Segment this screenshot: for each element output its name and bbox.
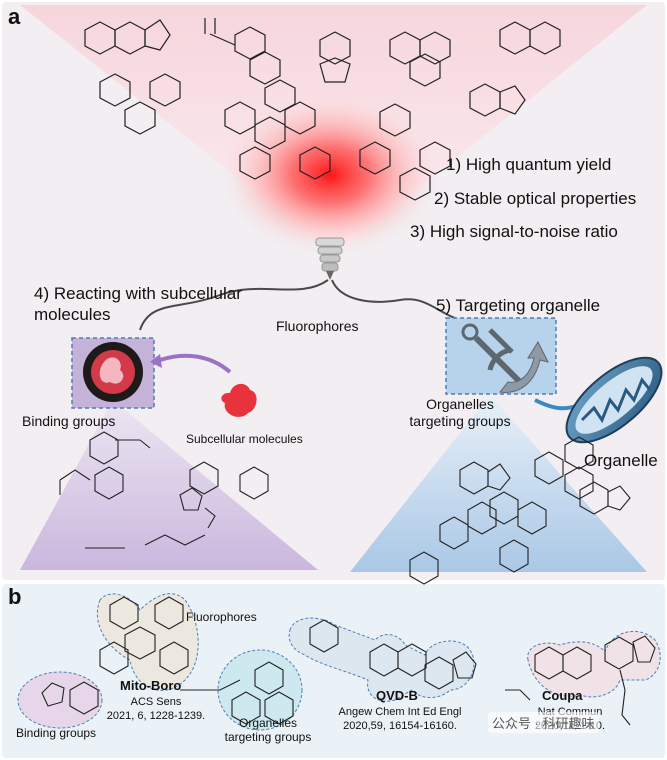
red-glow	[220, 95, 440, 255]
watermark: 公众号 · 科研趣味	[488, 712, 599, 733]
probe-name-mito-boro: Mito-Boro	[120, 678, 182, 693]
coupa-structure	[505, 631, 661, 726]
binding-fan	[20, 400, 318, 570]
reacting-label: 4) Reacting with subcellular molecules	[34, 284, 242, 325]
property-2: 2) Stable optical properties	[434, 189, 637, 208]
subcellular-molecules-label: Subcellular molecules	[186, 432, 303, 446]
probe-citation-mito-boro: 2021, 6, 1228-1239.	[106, 710, 206, 722]
probe-name-coupa: Coupa	[542, 688, 583, 703]
targeting-fan	[350, 395, 647, 572]
organelles-targeting-label: Organelles targeting groups	[409, 396, 511, 429]
panel-b-letter: b	[8, 584, 22, 609]
panel-b-binding-groups-label: Binding groups	[16, 726, 97, 740]
organelle-label: Organelle	[584, 451, 658, 470]
property-1: 1) High quantum yield	[446, 155, 612, 174]
anchor-icon	[461, 323, 549, 393]
bulb-icon	[315, 237, 345, 280]
probe-citation-qvd-b: 2020,59, 16154-16160.	[343, 720, 457, 732]
mito-boro-structure	[17, 593, 303, 731]
subcellular-molecule-icon	[221, 383, 257, 417]
property-3: 3) High signal-to-noise ratio	[410, 222, 618, 241]
probe-journal-qvd-b: Angew Chem Int Ed Engl	[338, 706, 462, 718]
probe-journal-mito-boro: ACS Sens	[130, 696, 182, 708]
panel-a-letter: a	[8, 4, 21, 29]
targeting-structures	[409, 436, 631, 585]
fluorophore-structures	[84, 18, 561, 201]
wire-right	[331, 279, 471, 323]
panel-b-fluorophores-label: Fluorophores	[186, 610, 257, 624]
binding-arrow	[159, 353, 232, 374]
fluorophores-label: Fluorophores	[276, 318, 359, 334]
binding-groups-label: Binding groups	[22, 413, 116, 429]
wire-left	[139, 279, 329, 331]
binding-group-structures	[59, 431, 269, 549]
qvd-b-structure	[288, 617, 477, 702]
panel-b-organelles-targeting-label: Organelles targeting groups	[224, 716, 312, 745]
binding-groups-icon	[71, 337, 155, 409]
mitochondrion-icon	[565, 356, 663, 444]
targeting-label: 5) Targeting organelle	[436, 296, 601, 315]
probe-name-qvd-b: QVD-B	[376, 688, 418, 703]
